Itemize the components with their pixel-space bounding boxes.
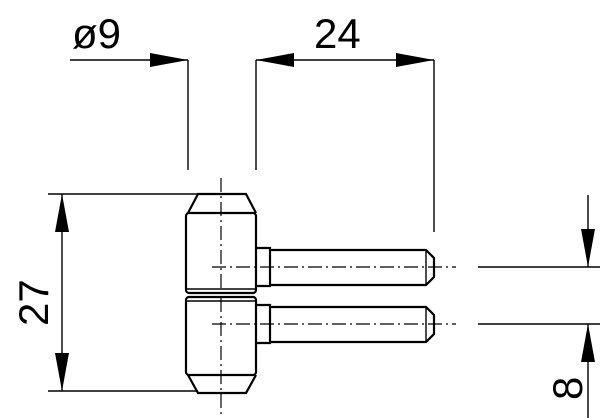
bottom-cap bbox=[187, 374, 257, 395]
height-dimension: 27 bbox=[10, 193, 198, 392]
length-arrow-right bbox=[396, 53, 434, 67]
hinge-body bbox=[184, 178, 258, 418]
top-cap bbox=[187, 192, 257, 214]
lower-pin bbox=[212, 303, 456, 345]
pin-length-dimension: 24 bbox=[256, 10, 435, 232]
height-arrow-bottom bbox=[55, 353, 69, 391]
diameter-dimension: ø9 bbox=[70, 10, 294, 170]
diameter-arrow-left bbox=[150, 53, 188, 67]
height-arrow-top bbox=[55, 194, 69, 232]
spacing-arrow-bottom bbox=[581, 324, 595, 362]
spacing-arrow-top bbox=[581, 229, 595, 267]
spacing-dimension: 8 bbox=[478, 195, 600, 418]
spacing-label: 8 bbox=[544, 377, 591, 400]
upper-pin bbox=[212, 246, 456, 288]
pin-length-label: 24 bbox=[314, 10, 361, 57]
diameter-label: ø9 bbox=[72, 10, 121, 57]
height-label: 27 bbox=[10, 279, 57, 326]
